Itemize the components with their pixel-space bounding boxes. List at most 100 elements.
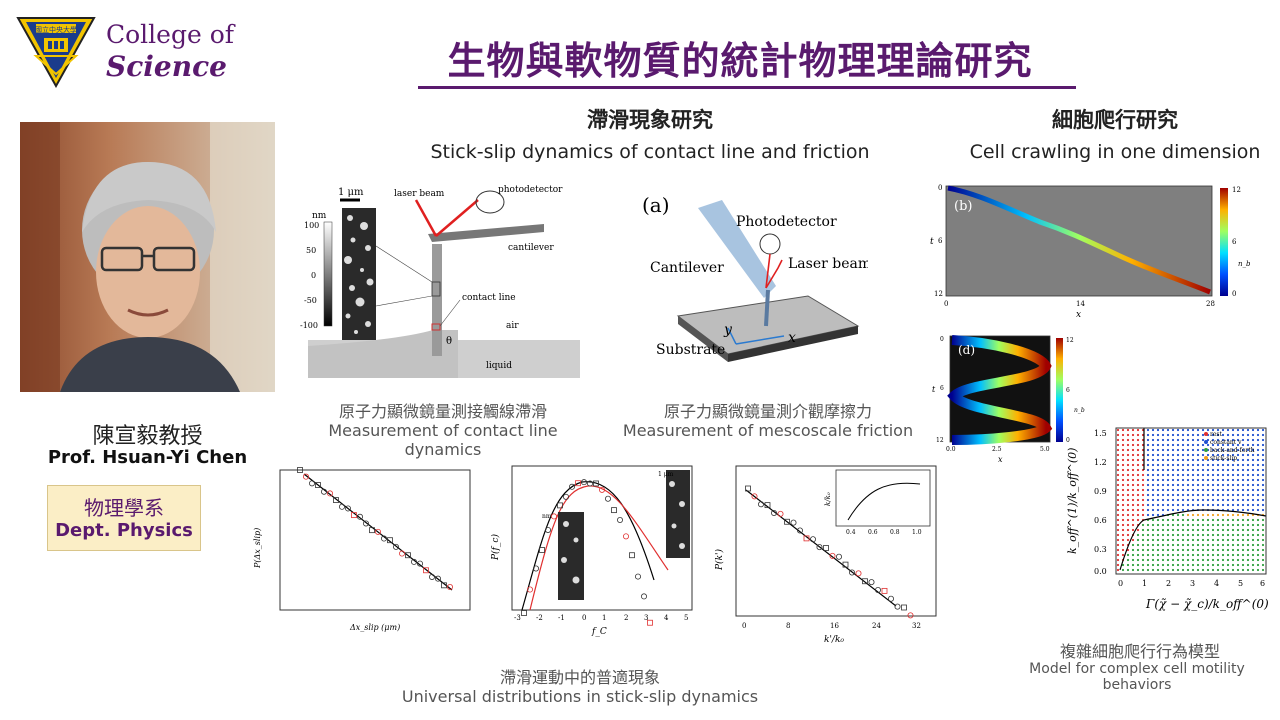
scatter-marker xyxy=(309,480,316,487)
phase-point xyxy=(1201,498,1205,502)
phase-point xyxy=(1131,433,1135,437)
phase-point xyxy=(1221,548,1225,552)
phase-point xyxy=(1196,498,1200,502)
svg-text:0: 0 xyxy=(1066,437,1070,444)
scatter-marker xyxy=(599,486,606,493)
phase-point xyxy=(1256,543,1260,547)
phase-point xyxy=(1186,518,1190,522)
phase-point xyxy=(1221,428,1225,432)
phase-point xyxy=(1191,478,1195,482)
phase-point xyxy=(1256,478,1260,482)
phase-point xyxy=(1121,548,1125,552)
phase-point xyxy=(1151,558,1155,562)
phase-point xyxy=(1211,563,1215,567)
phase-point xyxy=(1256,568,1260,572)
phase-point xyxy=(1126,443,1130,447)
phase-point xyxy=(1166,488,1170,492)
phase-point xyxy=(1191,563,1195,567)
phase-point xyxy=(1156,523,1160,527)
phase-point xyxy=(1226,458,1230,462)
phase-point xyxy=(1181,433,1185,437)
phase-point xyxy=(1196,488,1200,492)
phase-point xyxy=(1251,538,1255,542)
phase-point xyxy=(1131,493,1135,497)
phase-point xyxy=(1166,538,1170,542)
phase-point xyxy=(1161,443,1165,447)
phase-point xyxy=(1206,568,1210,572)
phase-point xyxy=(1131,528,1135,532)
phase-point xyxy=(1221,493,1225,497)
phase-point xyxy=(1236,488,1240,492)
phase-point xyxy=(1176,458,1180,462)
phase-point xyxy=(1121,473,1125,477)
phase-point xyxy=(1206,523,1210,527)
phase-point xyxy=(1121,543,1125,547)
phase-point xyxy=(1146,428,1150,432)
phase-point xyxy=(1146,458,1150,462)
scatter-marker xyxy=(842,561,849,568)
phase-point xyxy=(1191,528,1195,532)
scatter-marker xyxy=(593,480,599,487)
svg-text:-2: -2 xyxy=(536,614,543,622)
phase-point xyxy=(1116,428,1120,432)
phase-point xyxy=(1206,528,1210,532)
phase-point xyxy=(1211,483,1215,487)
phase-point xyxy=(1131,428,1135,432)
phase-point xyxy=(1116,503,1120,507)
phase-point xyxy=(1161,433,1165,437)
phase-point xyxy=(1181,518,1185,522)
phase-point xyxy=(1261,483,1265,487)
phase-point xyxy=(1226,463,1230,467)
phase-point xyxy=(1121,503,1125,507)
phase-point xyxy=(1126,518,1130,522)
phase-point xyxy=(1241,488,1245,492)
phase-point xyxy=(1221,478,1225,482)
phase-point xyxy=(1231,533,1235,537)
phase-point xyxy=(1206,543,1210,547)
phase-point xyxy=(1191,538,1195,542)
phase-point xyxy=(1181,528,1185,532)
phase-point xyxy=(1196,493,1200,497)
phase-point xyxy=(1116,508,1120,512)
phase-point xyxy=(1171,498,1175,502)
plot-friction-distribution: 1 μm nm P(f_c) f_C -3 -2 -1 0 1 2 3 4 5 xyxy=(482,460,702,686)
svg-text:2: 2 xyxy=(1166,579,1171,588)
phase-point xyxy=(1116,443,1120,447)
phase-point xyxy=(1146,558,1150,562)
phase-xlabel: Γ(χ̃ − χ̃_c)/k_off^(0) xyxy=(1145,597,1269,611)
phase-point xyxy=(1191,513,1195,517)
svg-text:2.5: 2.5 xyxy=(992,446,1002,453)
phase-point xyxy=(1246,473,1250,477)
phase-point xyxy=(1166,473,1170,477)
scatter-marker xyxy=(428,573,435,580)
phase-point xyxy=(1146,463,1150,467)
phase-point xyxy=(1241,463,1245,467)
phase-point xyxy=(1151,488,1155,492)
phase-point xyxy=(1256,458,1260,462)
phase-point xyxy=(1196,528,1200,532)
phase-point xyxy=(1231,438,1235,442)
phase-point xyxy=(1181,458,1185,462)
svg-text:k/k₀: k/k₀ xyxy=(824,492,832,506)
phase-point xyxy=(1186,483,1190,487)
phase-point xyxy=(1181,523,1185,527)
phase-point xyxy=(1236,523,1240,527)
phase-point xyxy=(1116,498,1120,502)
phase-point xyxy=(1246,503,1250,507)
phase-point xyxy=(1211,528,1215,532)
phase-point xyxy=(1221,498,1225,502)
phase-point xyxy=(1151,448,1155,452)
svg-text:0: 0 xyxy=(742,622,746,630)
phase-point xyxy=(1141,523,1145,527)
phase-point xyxy=(1261,478,1265,482)
phase-point xyxy=(1176,518,1180,522)
phase-point xyxy=(1176,463,1180,467)
phase-point xyxy=(1246,543,1250,547)
phase-point xyxy=(1241,508,1245,512)
phase-point xyxy=(1246,458,1250,462)
phase-point xyxy=(1226,478,1230,482)
phase-point xyxy=(1211,553,1215,557)
phase-point xyxy=(1236,563,1240,567)
phase-point xyxy=(1216,433,1220,437)
phase-point xyxy=(1251,443,1255,447)
